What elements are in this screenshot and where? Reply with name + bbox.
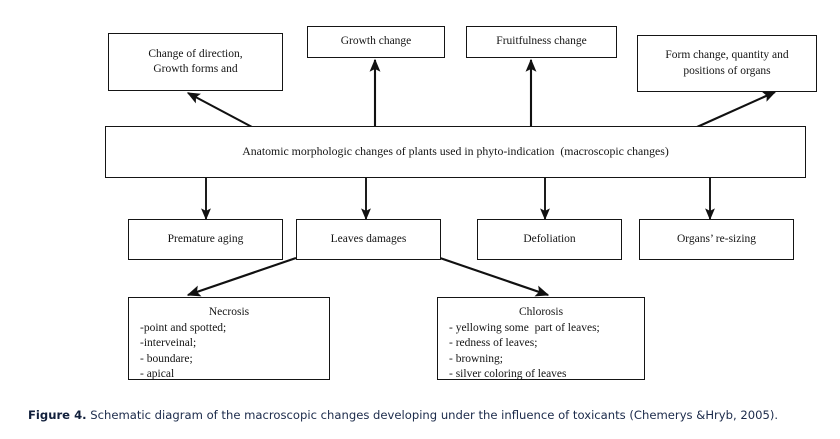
node-necrosis-item-4: - apical — [140, 367, 175, 380]
node-form-change-line1: Form change, quantity and — [665, 49, 789, 62]
node-root-label: Anatomic morphologic changes of plants u… — [242, 144, 669, 159]
node-organs-re-sizing-label: Organs’ re-sizing — [676, 232, 757, 245]
node-necrosis-item-1: -point and spotted; — [140, 322, 227, 335]
node-leaves-damages-label: Leaves damages — [330, 232, 407, 245]
node-form-change-line2: positions of organs — [683, 64, 771, 77]
node-change-of-direction[interactable]: Change of direction, Growth forms and — [108, 33, 283, 91]
node-chlorosis-item-4: - silver coloring of leaves — [449, 367, 567, 380]
node-chlorosis-item-3: - browning; — [449, 352, 503, 365]
node-change-of-direction-line2: Growth forms and — [153, 63, 238, 75]
node-chlorosis[interactable]: Chlorosis - yellowing some part of leave… — [437, 297, 645, 380]
node-fruitfulness-change-label: Fruitfulness change — [496, 35, 587, 48]
figure-label: Figure 4. — [28, 408, 87, 422]
figure-caption-text: Schematic diagram of the macroscopic cha… — [86, 408, 779, 422]
node-chlorosis-item-1: - yellowing some part of leaves; — [449, 322, 600, 335]
arrow-root-to-form-change — [696, 91, 777, 128]
node-change-of-direction-line1: Change of direction, — [148, 47, 243, 60]
node-growth-change-label: Growth change — [340, 35, 412, 48]
node-premature-aging[interactable]: Premature aging — [128, 219, 283, 260]
node-necrosis-title: Necrosis — [208, 306, 250, 318]
node-chlorosis-item-2: - redness of leaves; — [449, 337, 538, 350]
node-organs-re-sizing[interactable]: Organs’ re-sizing — [639, 219, 794, 260]
node-fruitfulness-change[interactable]: Fruitfulness change — [466, 26, 617, 58]
arrow-leaves-damages-to-chlorosis — [439, 256, 550, 297]
node-necrosis[interactable]: Necrosis -point and spotted; -interveina… — [128, 297, 330, 380]
node-leaves-damages[interactable]: Leaves damages — [296, 219, 441, 260]
figure-caption: Figure 4. Schematic diagram of the macro… — [28, 408, 828, 424]
node-necrosis-item-2: -interveinal; — [140, 337, 197, 350]
node-defoliation-label: Defoliation — [523, 232, 576, 245]
arrow-root-to-change-of-direction — [186, 92, 253, 128]
node-defoliation[interactable]: Defoliation — [477, 219, 622, 260]
diagram-canvas: Change of direction, Growth forms and Gr… — [105, 26, 817, 380]
node-root-anatomic-morphologic-changes[interactable]: Anatomic morphologic changes of plants u… — [105, 126, 806, 178]
node-necrosis-item-3: - boundare; — [140, 352, 193, 365]
node-form-change[interactable]: Form change, quantity and positions of o… — [637, 35, 817, 92]
node-premature-aging-label: Premature aging — [167, 232, 244, 245]
arrow-leaves-damages-to-necrosis — [186, 256, 297, 297]
node-growth-change[interactable]: Growth change — [307, 26, 445, 58]
node-chlorosis-title: Chlorosis — [518, 306, 564, 318]
